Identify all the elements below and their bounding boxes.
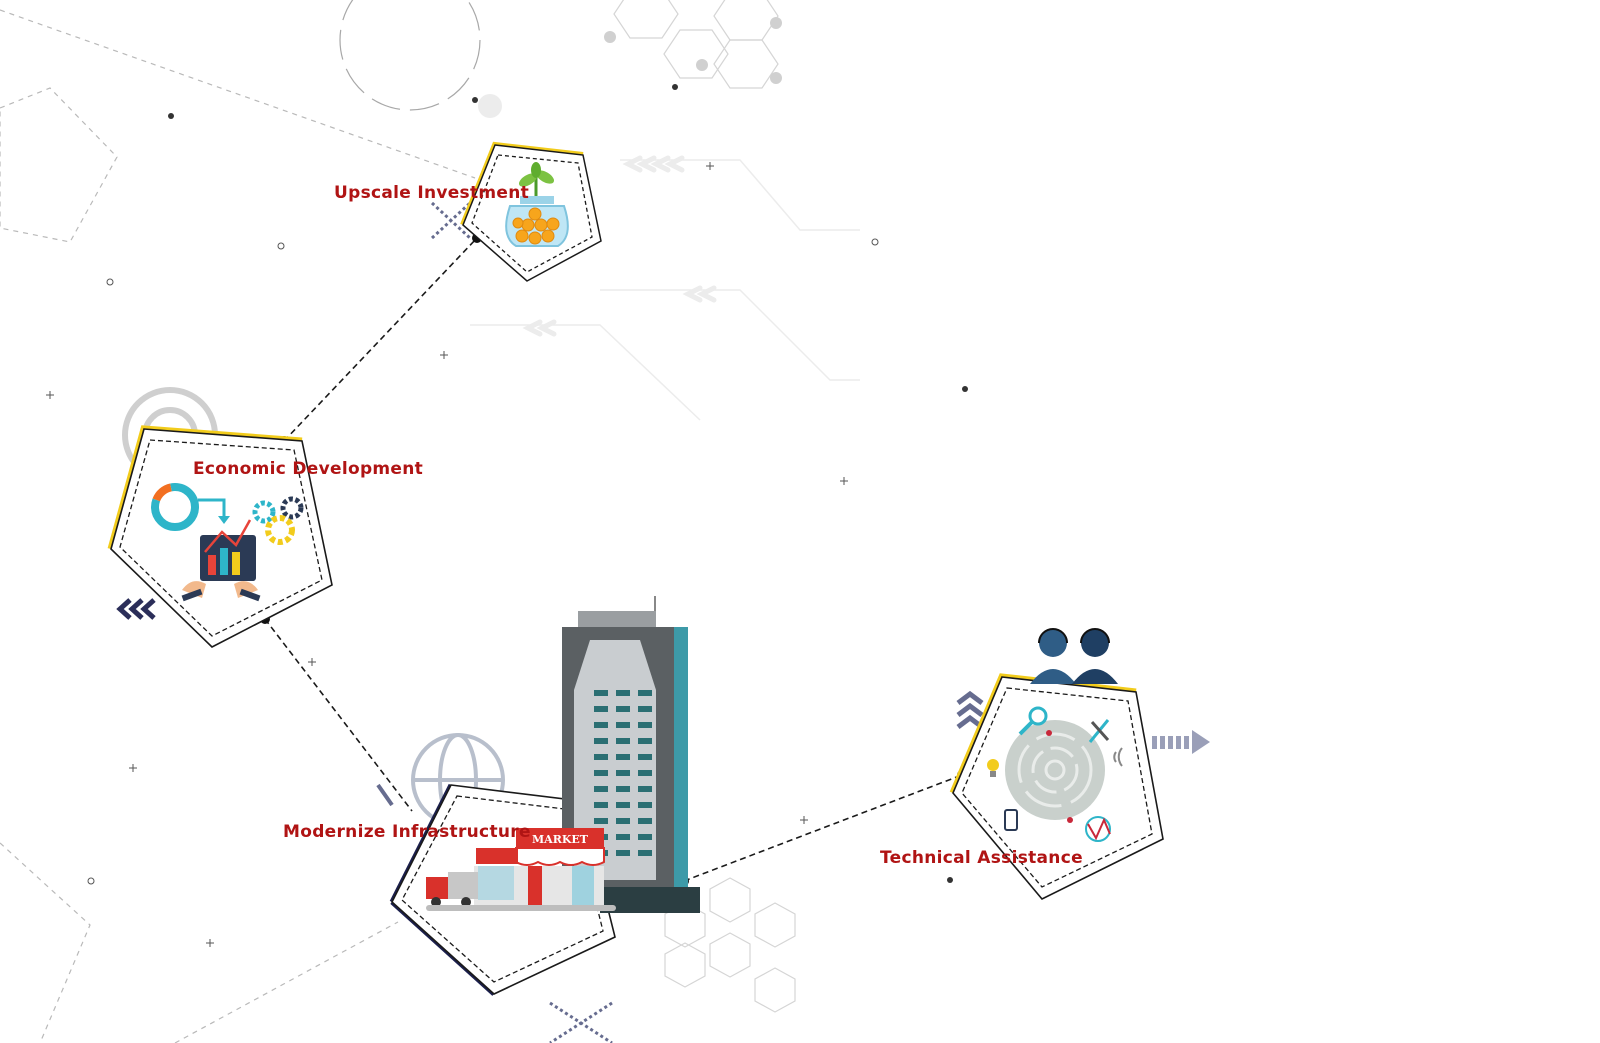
analytics-gears-icon — [151, 483, 304, 602]
decor-chevrons — [116, 201, 1210, 1043]
connector-lines — [264, 237, 963, 882]
signal-icon — [1113, 747, 1123, 767]
office-tower-icon — [562, 596, 700, 913]
connector-economic-upscale — [283, 237, 478, 442]
node-upscale-investment — [460, 141, 602, 282]
label-economic-development: Economic Development — [193, 459, 424, 479]
market-sign: MARKET — [532, 833, 589, 846]
lightbulb-icon — [987, 759, 999, 777]
market-store-icon: MARKET — [426, 828, 616, 911]
tools-icon — [1088, 719, 1110, 743]
node-economic-development — [107, 425, 333, 648]
money-jar-plant-icon — [505, 162, 569, 247]
background-decoration — [0, 0, 860, 1043]
phone-icon — [1004, 809, 1018, 831]
node-technical-assistance — [949, 628, 1164, 900]
label-upscale-investment: Upscale Investment — [334, 183, 530, 203]
globe-network-icon — [1085, 816, 1111, 842]
node-modernize-infrastructure: MARKET — [389, 596, 700, 996]
connector-economic-infrastructure — [264, 618, 413, 812]
label-modernize-infrastructure: Modernize Infrastructure — [283, 822, 531, 842]
magnifier-icon — [1018, 706, 1048, 736]
maze-target-icon — [1005, 720, 1105, 823]
support-agents-icon — [1030, 628, 1118, 684]
label-technical-assistance: Technical Assistance — [880, 848, 1083, 868]
